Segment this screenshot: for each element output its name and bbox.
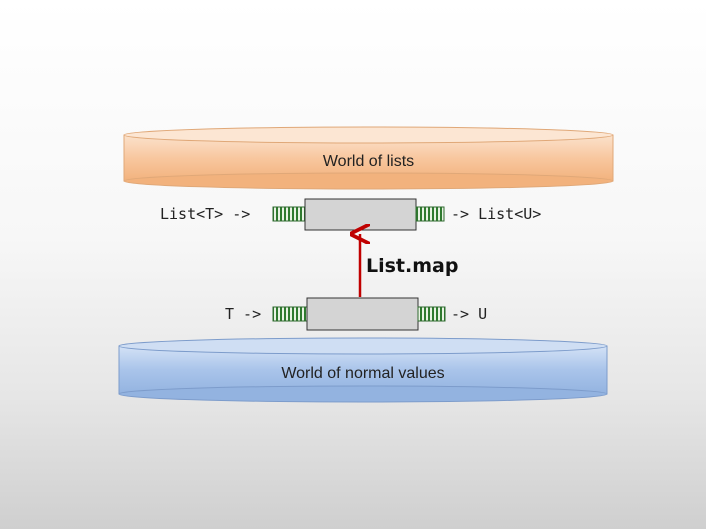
list-map-label: List.map <box>366 255 459 277</box>
bottom-input-connector <box>272 306 308 322</box>
top-output-connector <box>415 206 445 222</box>
bottom-function-output-label: -> U <box>451 305 488 323</box>
bottom-function-box <box>306 297 419 331</box>
top-input-connector <box>272 206 306 222</box>
top-function-box <box>304 198 417 231</box>
top-function-input-label: List<T> -> <box>160 205 251 223</box>
lifted-function <box>272 198 445 231</box>
normal-function <box>272 297 446 331</box>
world-of-normal-values-label: World of normal values <box>281 365 445 382</box>
world-of-lists-disk <box>123 126 614 190</box>
bottom-function-input-label: T -> <box>225 305 262 323</box>
top-function-output-label: -> List<U> <box>451 205 542 223</box>
world-of-normal-values-disk <box>118 337 608 403</box>
world-of-lists-label: World of lists <box>322 153 415 170</box>
bottom-output-connector <box>417 306 446 322</box>
